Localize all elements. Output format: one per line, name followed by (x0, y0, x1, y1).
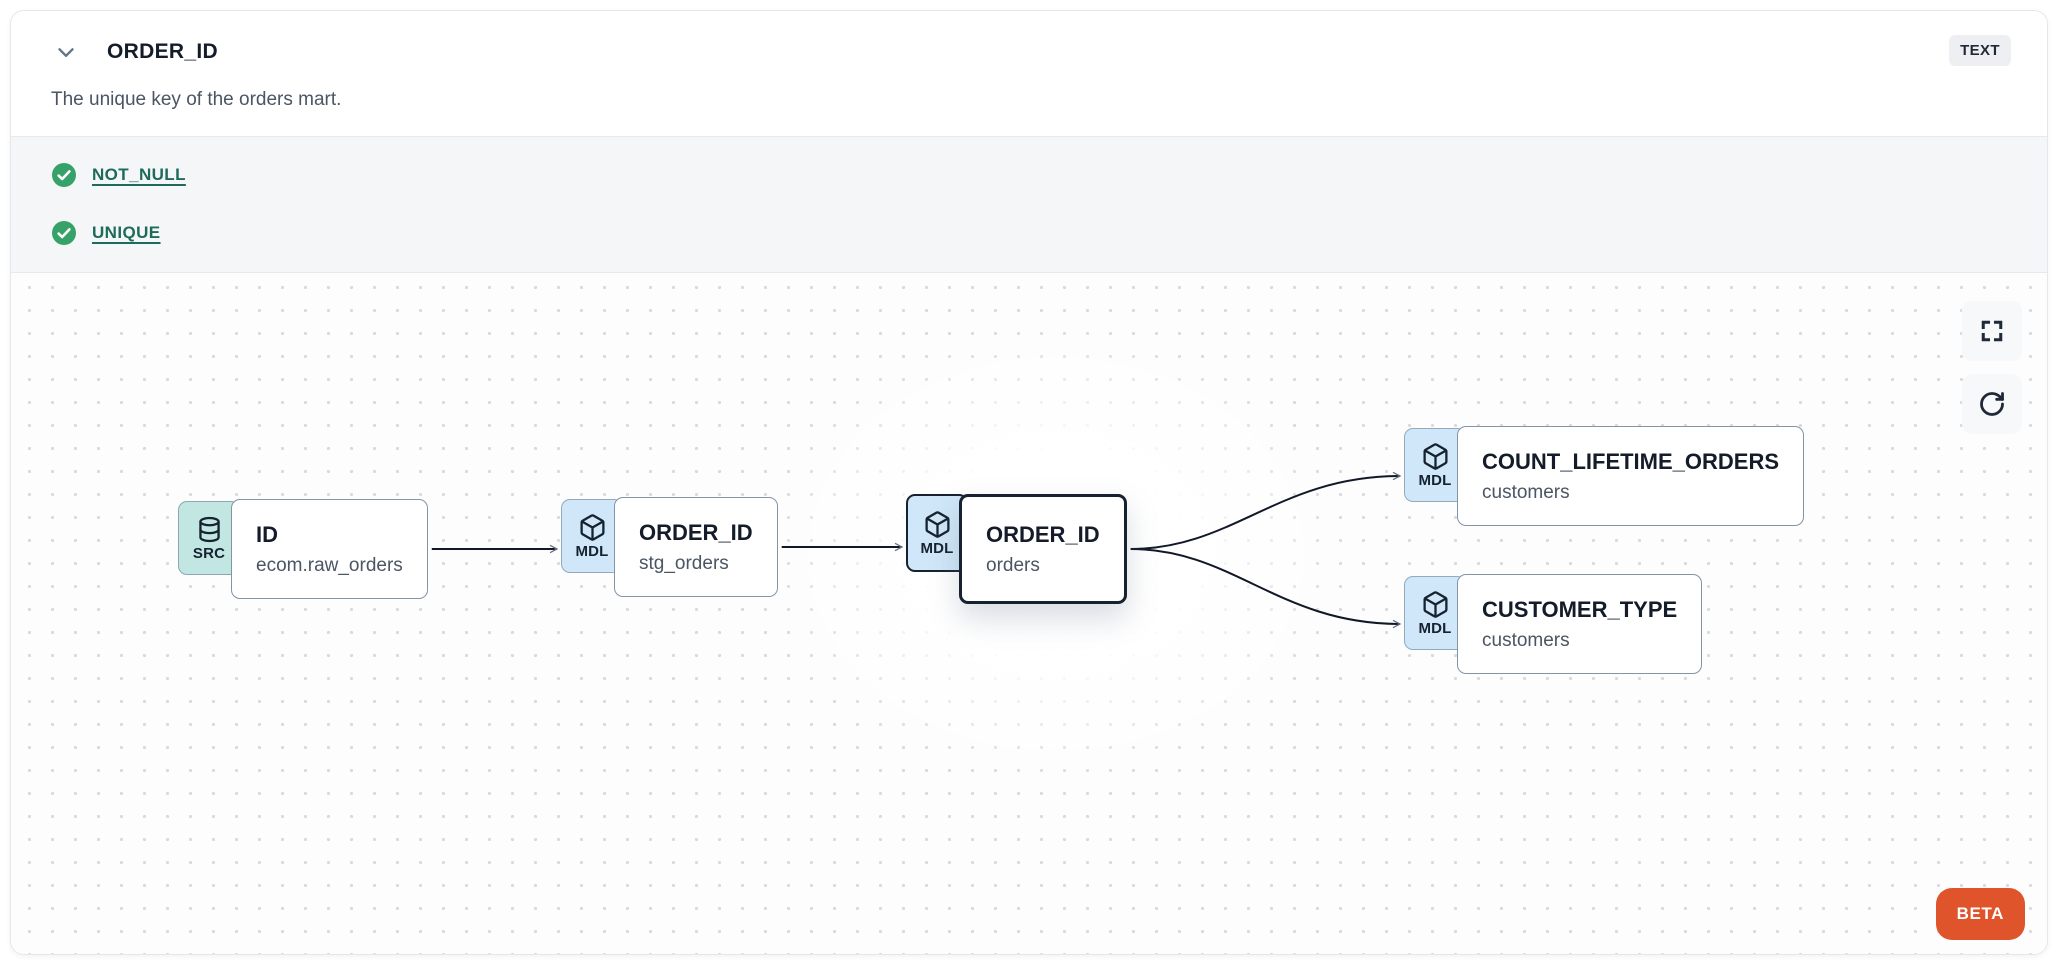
cube-icon (1421, 590, 1450, 619)
node-subtitle: customers (1482, 481, 1570, 503)
node-subtitle: stg_orders (639, 552, 729, 574)
node-type-label: MDL (920, 539, 954, 557)
node-type-badge: MDL (561, 499, 623, 573)
fullscreen-icon (1978, 317, 2006, 345)
lineage-node-id-ecom-raw-orders[interactable]: SRC ID ecom.raw_orders (178, 499, 428, 599)
node-type-label: MDL (1418, 471, 1452, 489)
node-card: COUNT_LIFETIME_ORDERS customers (1457, 426, 1805, 526)
lineage-node-customer-type-customers[interactable]: MDL CUSTOMER_TYPE customers (1404, 574, 1703, 674)
lineage-node-order-id-stg-orders[interactable]: MDL ORDER_ID stg_orders (561, 497, 778, 597)
node-subtitle: customers (1482, 629, 1570, 651)
column-description: The unique key of the orders mart. (51, 89, 342, 110)
node-type-badge: MDL (1404, 428, 1466, 502)
panel-header: ORDER_ID TEXT The unique key of the orde… (11, 11, 2047, 136)
test-row: UNIQUE (51, 219, 2007, 247)
refresh-button[interactable] (1962, 374, 2022, 434)
node-subtitle: ecom.raw_orders (256, 554, 403, 576)
column-name-title: ORDER_ID (107, 40, 218, 63)
cube-icon (578, 513, 607, 542)
fullscreen-button[interactable] (1962, 301, 2022, 361)
chevron-down-icon (53, 39, 79, 65)
node-card: ORDER_ID stg_orders (614, 497, 778, 597)
node-type-label: MDL (1418, 619, 1452, 637)
node-title: ORDER_ID (986, 522, 1100, 548)
node-type-badge: SRC (178, 501, 240, 575)
test-pass-check-icon (51, 220, 77, 246)
test-pass-check-icon (51, 162, 77, 188)
test-link[interactable]: UNIQUE (92, 223, 161, 242)
node-card: CUSTOMER_TYPE customers (1457, 574, 1703, 674)
beta-badge: BETA (1935, 888, 2025, 940)
node-title: ORDER_ID (639, 520, 753, 546)
lineage-edges (431, 471, 1402, 629)
collapse-chevron-button[interactable] (51, 37, 81, 67)
lineage-edge (1130, 471, 1402, 550)
refresh-icon (1978, 390, 2006, 418)
node-title: ID (256, 522, 278, 548)
node-type-label: SRC (192, 544, 226, 562)
test-link[interactable]: NOT_NULL (92, 165, 186, 184)
node-type-label: MDL (575, 542, 609, 560)
cube-icon (923, 510, 952, 539)
data-type-badge: TEXT (1949, 35, 2011, 66)
node-title: CUSTOMER_TYPE (1482, 597, 1678, 623)
lineage-edge (1130, 548, 1402, 629)
node-title: COUNT_LIFETIME_ORDERS (1482, 449, 1780, 475)
cube-icon (1421, 442, 1450, 471)
database-icon (195, 515, 224, 544)
node-card: ID ecom.raw_orders (231, 499, 428, 599)
tests-section: NOT_NULL UNIQUE (11, 136, 2047, 273)
column-details-panel: ORDER_ID TEXT The unique key of the orde… (10, 10, 2048, 955)
test-row: NOT_NULL (51, 161, 2007, 189)
lineage-node-count-lifetime-orders-customers[interactable]: MDL COUNT_LIFETIME_ORDERS customers (1404, 426, 1805, 526)
node-subtitle: orders (986, 554, 1040, 576)
